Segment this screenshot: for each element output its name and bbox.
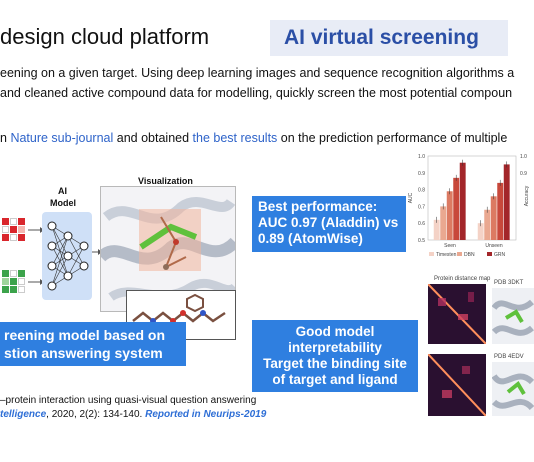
chart-bar bbox=[453, 177, 460, 240]
x-tick-label: Seen bbox=[444, 243, 456, 249]
y-tick-label: 0.9 bbox=[418, 171, 425, 177]
legend-swatch bbox=[429, 252, 434, 256]
journal-name: telligence bbox=[0, 409, 47, 420]
y-tick-label: 0.8 bbox=[418, 188, 425, 194]
heatmap-bottom-pattern bbox=[427, 353, 487, 417]
protein-thumb-bottom bbox=[491, 362, 534, 416]
protein-thumb-bottom-icon bbox=[491, 373, 534, 411]
y-tick-label: 0.6 bbox=[418, 221, 425, 227]
best-performance-callout: Best performance: AUC 0.97 (Aladdin) vs … bbox=[252, 196, 406, 252]
screening-model-callout: reening model based on stion answering s… bbox=[0, 322, 186, 366]
x-tick-label: Unseen bbox=[485, 243, 502, 249]
body-line-3: n Nature sub-journal and obtained the be… bbox=[0, 131, 507, 145]
citation-line-1: –protein interaction using quasi-visual … bbox=[0, 395, 257, 406]
interpretability-line-4: of target and ligand bbox=[272, 372, 398, 387]
body-line-2: and cleaned active compound data for mod… bbox=[0, 86, 513, 100]
molecule-icon bbox=[132, 293, 226, 324]
pdb-bottom-label: PDB 4EDV bbox=[494, 354, 524, 360]
screening-model-line-2: stion answering system bbox=[4, 345, 163, 361]
interpretability-line-1: Good model bbox=[295, 324, 375, 339]
legend-swatch bbox=[457, 252, 462, 256]
right-y-tick-label: 0.9 bbox=[520, 171, 527, 177]
heatmap-figure: Protein distance map PDB 3DKT PDB 4EDV bbox=[418, 274, 534, 420]
chart-bar bbox=[440, 206, 447, 240]
interpretability-line-2: interpretability bbox=[288, 340, 382, 355]
section-badge: AI virtual screening bbox=[270, 20, 508, 56]
citation-line-2: telligence, 2020, 2(2): 134-140. Reporte… bbox=[0, 409, 266, 420]
screening-model-line-1: reening model based on bbox=[4, 327, 166, 343]
chart-bar bbox=[459, 162, 466, 240]
visualization-label: Visualization bbox=[138, 176, 193, 186]
ai-model-box bbox=[42, 212, 92, 300]
reported-note: Reported in Neurips-2019 bbox=[145, 409, 267, 420]
chart-bar bbox=[446, 191, 453, 240]
heatmap-top-label: Protein distance map bbox=[434, 276, 491, 282]
y-axis-label: AUC bbox=[408, 192, 414, 203]
legend-label: GRN bbox=[494, 252, 506, 258]
pdb-top-label: PDB 3DKT bbox=[494, 280, 524, 286]
citation-details: , 2020, 2(2): 134-140. bbox=[46, 409, 146, 420]
best-performance-line-2: AUC 0.97 (Aladdin) vs bbox=[258, 215, 399, 230]
legend-label: DBN bbox=[464, 252, 475, 258]
best-performance-line-3: 0.89 (AtomWise) bbox=[258, 231, 363, 246]
heatmap-top bbox=[427, 283, 487, 345]
legend-swatch bbox=[487, 252, 492, 256]
heatmap-bottom bbox=[427, 353, 487, 417]
best-performance-line-1: Best performance: bbox=[258, 199, 378, 214]
body-line-1: eening on a given target. Using deep lea… bbox=[0, 66, 515, 80]
chart-bar bbox=[433, 219, 440, 240]
body-line-3-prefix: n bbox=[0, 131, 11, 145]
body-line-3-middle: and obtained bbox=[113, 131, 193, 145]
neural-network-icon bbox=[47, 221, 89, 291]
chart-bar bbox=[503, 164, 510, 240]
chart-bar bbox=[490, 196, 497, 240]
section-badge-label: AI virtual screening bbox=[284, 26, 479, 49]
ai-label: AI bbox=[58, 186, 67, 196]
page-title: design cloud platform bbox=[0, 24, 210, 49]
nature-link[interactable]: Nature sub-journal bbox=[10, 131, 114, 145]
y-tick-label: 0.5 bbox=[418, 238, 425, 244]
interpretability-line-3: Target the binding site bbox=[263, 356, 407, 371]
chart-bar bbox=[484, 209, 491, 240]
protein-thumb-top bbox=[491, 288, 534, 344]
input-grid-green bbox=[2, 270, 25, 293]
legend-label: Timesten bbox=[436, 252, 457, 258]
right-y-tick-label: 1.0 bbox=[520, 154, 527, 160]
chart-bar bbox=[497, 182, 504, 240]
right-y-axis-label: Accuracy bbox=[524, 185, 530, 206]
protein-thumb-top-icon bbox=[491, 299, 534, 336]
body-line-3-suffix: on the prediction performance of multipl… bbox=[277, 131, 508, 145]
heatmap-top-pattern bbox=[427, 283, 487, 345]
auc-bar-chart: 1.0 0.9 0.8 0.7 0.6 0.5 AUC Seen Unseen Accuracy 1… bbox=[408, 154, 530, 258]
best-results-link[interactable]: the best results bbox=[192, 131, 278, 145]
input-grid-red bbox=[2, 218, 25, 241]
interpretability-callout: Good model interpretability Target the b… bbox=[252, 320, 418, 392]
y-tick-label: 0.7 bbox=[418, 204, 425, 210]
chart-bar bbox=[477, 223, 484, 240]
y-tick-label: 1.0 bbox=[418, 154, 425, 160]
model-label: Model bbox=[50, 198, 76, 208]
